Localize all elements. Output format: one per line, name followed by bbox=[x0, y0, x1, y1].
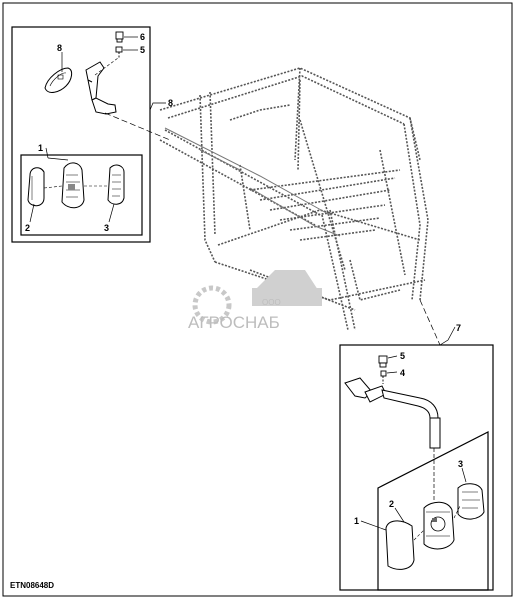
callout-1-lower: 1 bbox=[354, 516, 359, 526]
assembly-leader-line bbox=[104, 112, 171, 141]
upper-callout-leaders bbox=[29, 36, 166, 223]
callout-8: 8 bbox=[168, 98, 173, 108]
nut-part bbox=[115, 46, 123, 58]
gear-icon bbox=[192, 285, 232, 325]
watermark-small-text: ООО bbox=[262, 298, 281, 307]
mirror-long-arm-part bbox=[344, 377, 441, 500]
upper-detail-box: 8 6 5 8 1 2 3 bbox=[11, 26, 173, 243]
watermark-brand-text: АГРОСНАБ bbox=[188, 313, 280, 332]
callout-1-upper: 1 bbox=[38, 143, 43, 153]
mirror-backplate-part-lower bbox=[457, 483, 485, 520]
callout-4-upper: 5 bbox=[140, 45, 145, 55]
mirror-backplate-part bbox=[107, 164, 125, 205]
mirror-glass-part bbox=[44, 67, 73, 93]
figure-code: ETN08648D bbox=[10, 581, 54, 590]
callout-6: 8 bbox=[57, 43, 62, 53]
assembly-leader-line-lower bbox=[419, 299, 441, 346]
lower-callout-leaders bbox=[360, 326, 467, 531]
mirror-cover-part bbox=[27, 167, 45, 207]
mirror-cover-part-lower bbox=[385, 520, 415, 570]
callout-2-lower: 2 bbox=[389, 499, 394, 509]
callout-2-upper: 2 bbox=[25, 223, 30, 233]
cab-frame bbox=[159, 67, 429, 331]
mirror-housing-part-lower bbox=[423, 501, 455, 550]
callout-5-upper: 6 bbox=[140, 32, 145, 42]
cab-frame-rails bbox=[164, 127, 341, 237]
mirror-head-subbox bbox=[20, 154, 143, 236]
callout-7: 7 bbox=[456, 323, 461, 333]
tractor-icon bbox=[255, 270, 318, 290]
screw-part-lower bbox=[378, 355, 388, 384]
screw-part bbox=[115, 31, 124, 43]
callout-3-lower: 3 bbox=[458, 459, 463, 469]
mirror-head-subbox-lower bbox=[377, 431, 489, 591]
callout-3-upper: 3 bbox=[104, 223, 109, 233]
watermark-logo: ООО АГРОСНАБ bbox=[188, 270, 322, 332]
callout-4-lower: 4 bbox=[400, 368, 405, 378]
lower-detail-box: 5 4 7 1 2 3 bbox=[339, 323, 494, 591]
callout-5-lower: 5 bbox=[400, 351, 405, 361]
mirror-arm-part bbox=[85, 57, 119, 115]
mirror-housing-part bbox=[61, 162, 85, 209]
